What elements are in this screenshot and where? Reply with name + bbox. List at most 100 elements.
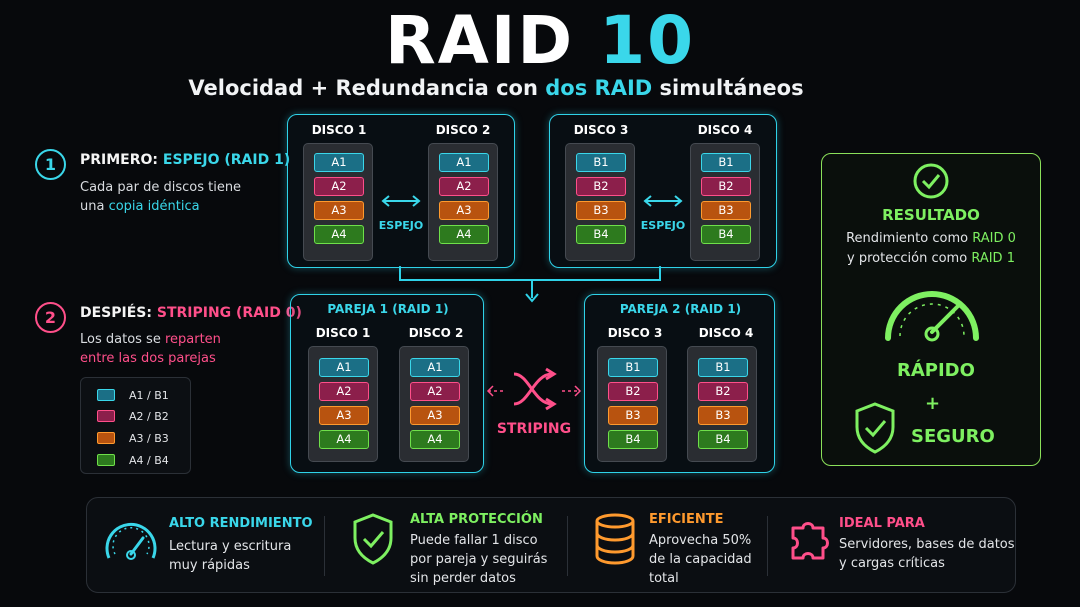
title-main: RAID <box>384 2 575 79</box>
feature-text: Servidores, bases de datos y cargas crít… <box>839 535 1015 573</box>
title-number: 10 <box>599 2 696 79</box>
result-line-1: Rendimiento como RAID 0 <box>822 229 1040 249</box>
feature-text: Lectura y escritura muy rápidas <box>169 537 291 575</box>
disk-4: B1 B2 B3 B4 <box>690 143 760 261</box>
data-block: A3 <box>319 406 369 425</box>
mirror-group-1: DISCO 1 DISCO 2 A1 A2 A3 A4 A1 A2 A3 A4 … <box>287 114 515 268</box>
mirror-arrow-icon <box>381 195 421 207</box>
step-2-desc-line2: entre las dos parejas <box>80 351 216 366</box>
disk-label: DISCO 4 <box>697 123 753 137</box>
result-line-2-highlight: RAID 1 <box>971 251 1015 266</box>
step-2-description: Los datos se reparten entre las dos pare… <box>80 330 221 368</box>
data-block: A3 <box>410 406 460 425</box>
result-line-1-pre: Rendimiento como <box>846 231 973 246</box>
data-block: A1 <box>314 153 364 172</box>
step-1-heading-prefix: PRIMERO: <box>80 152 163 168</box>
disk-label: DISCO 2 <box>408 326 464 340</box>
pair-title: PAREJA 2 (RAID 1) <box>619 302 742 316</box>
pair-2: PAREJA 2 (RAID 1) DISCO 3 DISCO 4 B1 B2 … <box>584 294 775 473</box>
speedometer-icon <box>885 291 979 342</box>
data-block: A4 <box>410 430 460 449</box>
data-block: B2 <box>698 382 748 401</box>
mirror-label: ESPEJO <box>640 219 686 232</box>
pair-title: PAREJA 1 (RAID 1) <box>327 302 449 316</box>
feature-title: EFICIENTE <box>649 512 724 527</box>
data-block: B4 <box>576 225 626 244</box>
data-block: B2 <box>608 382 658 401</box>
divider <box>767 516 768 576</box>
legend-label: A2 / B2 <box>129 409 169 423</box>
feature-title: ALTO RENDIMIENTO <box>169 516 313 531</box>
data-block: A2 <box>314 177 364 196</box>
data-block: A4 <box>319 430 369 449</box>
data-block: B3 <box>608 406 658 425</box>
legend-swatch <box>97 410 115 422</box>
data-block: A2 <box>319 382 369 401</box>
disk-1: A1 A2 A3 A4 <box>303 143 373 261</box>
step-2-heading: DESPIÉS: STRIPING (RAID 0) <box>80 305 302 321</box>
step-1-description: Cada par de discos tiene una copia idént… <box>80 178 241 216</box>
step-2-heading-highlight: STRIPING (RAID 0) <box>156 305 302 321</box>
data-block: A1 <box>319 358 369 377</box>
disk-label: DISCO 2 <box>435 123 491 137</box>
feature-line: de la capacidad <box>649 552 752 567</box>
data-block: A2 <box>410 382 460 401</box>
feature-text: Puede fallar 1 disco por pareja y seguir… <box>410 531 547 588</box>
feature-text: Aprovecha 50% de la capacidad total <box>649 531 752 588</box>
result-fast: RÁPIDO <box>897 360 975 381</box>
puzzle-icon <box>791 522 829 560</box>
legend-item: A4 / B4 <box>97 453 169 467</box>
subtitle-pre: Velocidad + Redundancia con <box>188 76 546 100</box>
disk-label: DISCO 3 <box>573 123 629 137</box>
data-block: B2 <box>576 177 626 196</box>
data-block: A3 <box>439 201 489 220</box>
feature-line: muy rápidas <box>169 558 250 573</box>
data-block: B2 <box>701 177 751 196</box>
data-block: B1 <box>608 358 658 377</box>
step-2-heading-prefix: DESPIÉS: <box>80 305 157 321</box>
data-block: A4 <box>314 225 364 244</box>
result-plus: + <box>925 393 941 414</box>
data-block: B1 <box>576 153 626 172</box>
page-title: RAID 10 <box>0 2 1080 80</box>
step-1-desc-line2-highlight: copia idéntica <box>108 199 200 214</box>
data-block: B3 <box>698 406 748 425</box>
shuffle-icon <box>486 367 582 411</box>
result-line-1-highlight: RAID 0 <box>972 231 1016 246</box>
pair-1: PAREJA 1 (RAID 1) DISCO 1 DISCO 2 A1 A2 … <box>290 294 484 473</box>
step-2-desc-line1-highlight: reparten <box>164 332 221 347</box>
database-icon <box>595 513 635 565</box>
step-2-number: 2 <box>35 302 66 333</box>
subtitle-highlight: dos RAID <box>545 76 653 100</box>
data-block: A1 <box>439 153 489 172</box>
striping-label: STRIPING <box>496 421 572 437</box>
step-1-number: 1 <box>35 149 66 180</box>
legend-item: A2 / B2 <box>97 409 169 423</box>
disk-label: DISCO 4 <box>698 326 754 340</box>
legend-label: A3 / B3 <box>129 431 169 445</box>
data-block: B4 <box>698 430 748 449</box>
disk-label: DISCO 1 <box>315 326 371 340</box>
legend-swatch <box>97 454 115 466</box>
data-block: A3 <box>314 201 364 220</box>
result-line-2-pre: y protección como <box>847 251 972 266</box>
legend: A1 / B1 A2 / B2 A3 / B3 A4 / B4 <box>80 377 191 474</box>
check-circle-icon <box>913 163 949 199</box>
mirror-arrow-icon <box>643 195 683 207</box>
feature-line: y cargas críticas <box>839 556 945 571</box>
feature-line: sin perder datos <box>410 571 516 586</box>
legend-swatch <box>97 432 115 444</box>
data-block: A4 <box>439 225 489 244</box>
disk-3: B1 B2 B3 B4 <box>565 143 635 261</box>
disk-2: A1 A2 A3 A4 <box>399 346 469 462</box>
data-block: B4 <box>608 430 658 449</box>
feature-title: IDEAL PARA <box>839 516 925 531</box>
feature-title: ALTA PROTECCIÓN <box>410 512 543 527</box>
step-1-heading: PRIMERO: ESPEJO (RAID 1) <box>80 152 290 168</box>
connector-lines <box>399 266 661 303</box>
data-block: B4 <box>701 225 751 244</box>
result-safe: SEGURO <box>911 426 995 447</box>
divider <box>324 516 325 576</box>
mirror-label: ESPEJO <box>378 219 424 232</box>
result-title: RESULTADO <box>882 206 980 224</box>
